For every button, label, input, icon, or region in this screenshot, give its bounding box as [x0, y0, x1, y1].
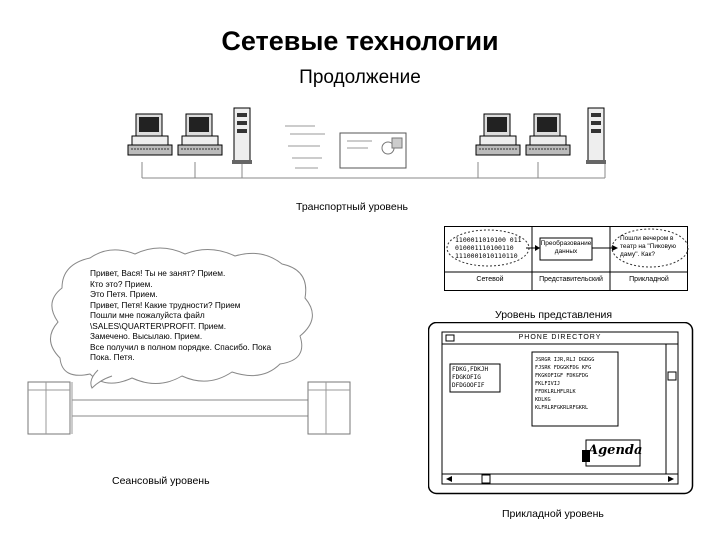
presentation-layer-caption: Уровень представления	[495, 309, 613, 321]
computer-icon	[127, 113, 173, 156]
application-layer-caption: Прикладной уровень	[502, 508, 604, 520]
column-application-label: Прикладной	[629, 276, 669, 283]
small-record-text: FDKG,FDKJH FDGKOFIG DFDGOOFIF	[452, 366, 489, 389]
column-channel-label: Сетевой	[476, 276, 504, 283]
window-title: PHONE DIRECTORY	[518, 334, 602, 341]
terminal-left-icon	[27, 381, 73, 435]
directory-list-box	[531, 351, 619, 427]
window-titlebar	[441, 331, 679, 345]
presentation-diagram	[444, 226, 689, 291]
directory-list-text: JSRGR IJR,RLJ DGDGG FJSRK FDGGKFDG KFG F…	[535, 357, 595, 411]
application-window	[428, 322, 694, 495]
server-icon	[232, 107, 252, 164]
bits-text: 1100011010100 011 010001110100110 111000…	[455, 236, 522, 260]
computer-icon	[177, 113, 223, 156]
transform-label: Преобразование данных	[540, 240, 592, 255]
computer-icon	[475, 113, 521, 156]
agenda-logo-box	[585, 439, 641, 467]
session-dialog-text: Привет, Вася! Ты не занят? Прием. Кто эт…	[90, 268, 272, 362]
envelope-icon	[339, 132, 407, 169]
scroll-right-icon[interactable]	[668, 476, 674, 482]
column-presentation-label: Представительский	[539, 276, 603, 283]
bus-drops	[141, 162, 606, 178]
small-record-box	[449, 363, 501, 393]
message-cloud-shape	[611, 228, 689, 268]
transport-layer-caption: Транспортный уровень	[296, 201, 409, 213]
page-title: Сетевые технологии	[221, 26, 499, 56]
agenda-logo-text: Agenda	[588, 443, 643, 458]
message-text: Пошли вечером в театр на "Пиковую даму".…	[620, 235, 676, 258]
terminal-right-icon	[307, 381, 351, 435]
session-diagram	[27, 247, 351, 435]
speech-cloud-shape	[50, 247, 313, 384]
data-packet-lines	[285, 125, 325, 169]
scroll-left-icon[interactable]	[446, 476, 452, 482]
session-layer-caption: Сеансовый уровень	[112, 475, 210, 487]
transform-box	[539, 237, 593, 261]
window-menu-icon[interactable]	[445, 334, 455, 342]
server-icon	[586, 107, 606, 164]
scroll-thumb[interactable]	[667, 371, 677, 381]
page-subtitle: Продолжение	[299, 67, 421, 88]
hscroll-thumb[interactable]	[481, 474, 491, 484]
computer-icon	[525, 113, 571, 156]
